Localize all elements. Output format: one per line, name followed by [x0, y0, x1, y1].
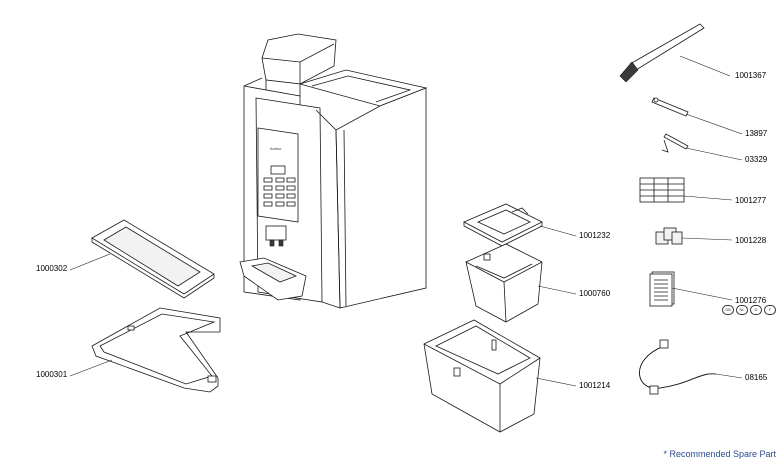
language-badge: D — [750, 305, 762, 315]
cup-grid-drawing — [463, 203, 543, 247]
tool-03329-drawing — [661, 133, 689, 153]
part-label-1001277: 1001277 — [735, 196, 767, 205]
manual-booklet-drawing — [649, 271, 675, 307]
label-card-drawing — [639, 177, 685, 203]
language-badge: GB — [722, 305, 734, 315]
part-label-1001232: 1001232 — [579, 231, 611, 240]
language-badge: F — [764, 305, 776, 315]
coffee-machine-drawing: Animo — [239, 33, 428, 309]
leader-lines — [69, 55, 743, 387]
part-label-1001276: 1001276 — [735, 296, 767, 305]
part-label-1001214: 1001214 — [579, 381, 611, 390]
drip-grid-drawing — [91, 219, 215, 299]
tool-13897-drawing — [651, 97, 689, 117]
waste-container-drawing — [465, 243, 543, 323]
part-label-13897: 13897 — [745, 129, 768, 138]
water-hose-drawing — [639, 339, 717, 395]
language-badges: GB NL D F — [722, 305, 776, 315]
part-label-1001228: 1001228 — [735, 236, 767, 245]
recommended-spare-part-note: * Recommended Spare Part — [663, 449, 776, 459]
descaler-tablets-drawing — [655, 227, 683, 245]
part-label-1000302: 1000302 — [36, 264, 68, 273]
svg-text:Animo: Animo — [270, 146, 282, 151]
drip-tray-drawing — [91, 307, 221, 393]
part-label-1001367: 1001367 — [735, 71, 767, 80]
language-badge: NL — [736, 305, 748, 315]
part-label-1000301: 1000301 — [36, 370, 68, 379]
part-label-03329: 03329 — [745, 155, 768, 164]
grounds-container-drawing — [423, 319, 541, 433]
part-label-08165: 08165 — [745, 373, 768, 382]
cleaning-brush-drawing — [619, 23, 705, 83]
part-label-1000760: 1000760 — [579, 289, 611, 298]
